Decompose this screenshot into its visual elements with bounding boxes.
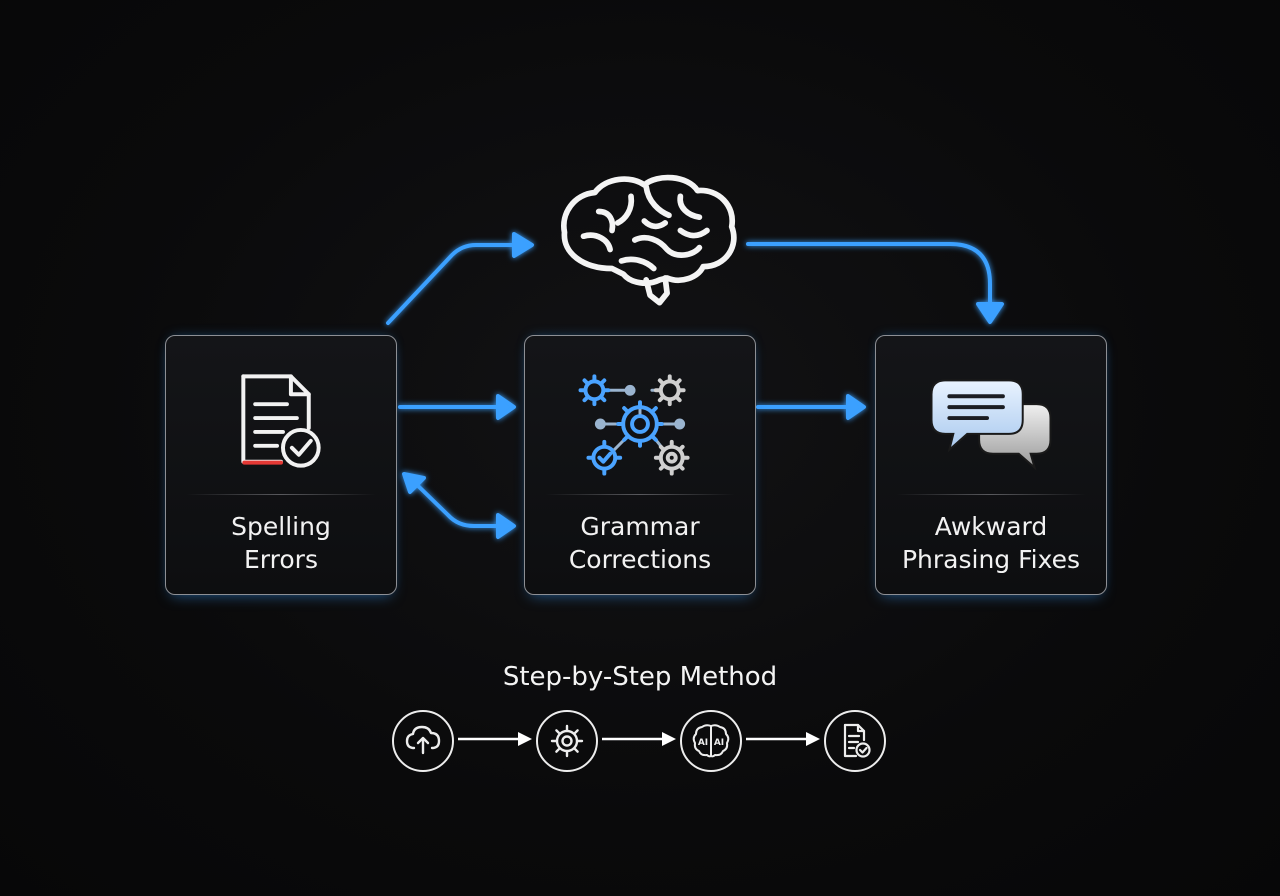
label-line-1: Spelling <box>231 512 331 541</box>
connector-double-arrow <box>410 478 508 528</box>
label-line-2: Phrasing Fixes <box>901 545 1081 574</box>
step-arrow <box>458 732 532 746</box>
document-check-icon <box>843 723 871 758</box>
card-grammar-corrections[interactable]: Grammar Corrections <box>524 335 756 595</box>
connector-brain-to-phrasing <box>746 242 992 314</box>
connector-spelling-to-brain <box>386 243 524 325</box>
card-label-phrasing: Awkward Phrasing Fixes <box>876 510 1106 576</box>
card-label-spelling: Spelling Errors <box>166 510 396 576</box>
card-spelling-errors[interactable]: Spelling Errors <box>165 335 397 595</box>
card-divider <box>896 494 1086 495</box>
step-upload[interactable] <box>392 710 454 772</box>
ai-label-right: AI <box>714 738 724 748</box>
arrowhead-to-phrasing-top <box>976 302 1004 324</box>
brain-icon <box>561 174 737 306</box>
label-line-1: Grammar <box>580 512 700 541</box>
card-awkward-phrasing[interactable]: Awkward Phrasing Fixes <box>875 335 1107 595</box>
card-divider <box>545 494 735 495</box>
ai-brain-icon: AI AI <box>692 724 730 758</box>
arrowhead-to-brain <box>512 232 534 258</box>
arrowhead-double-start <box>402 472 426 494</box>
ai-label-left: AI <box>698 738 708 748</box>
label-line-2: Corrections <box>568 545 712 574</box>
label-line-2: Errors <box>244 545 318 574</box>
gears-network-icon <box>578 374 690 476</box>
cloud-upload-icon <box>405 725 441 755</box>
label-line-1: Awkward <box>934 512 1048 541</box>
step-settings[interactable] <box>536 710 598 772</box>
step-ai-analysis[interactable]: AI AI <box>680 710 742 772</box>
step-arrow <box>602 732 676 746</box>
card-label-grammar: Grammar Corrections <box>525 510 755 576</box>
step-arrow <box>746 732 820 746</box>
card-divider <box>186 494 376 495</box>
arrowhead-to-phrasing <box>846 394 866 420</box>
arrowhead-to-grammar <box>496 394 516 420</box>
document-check-icon <box>241 374 321 468</box>
gear-icon <box>550 724 584 758</box>
step-verified-document[interactable] <box>824 710 886 772</box>
arrowhead-double-end <box>496 513 516 539</box>
method-title: Step-by-Step Method <box>502 662 778 692</box>
chat-bubbles-icon <box>930 379 1052 471</box>
